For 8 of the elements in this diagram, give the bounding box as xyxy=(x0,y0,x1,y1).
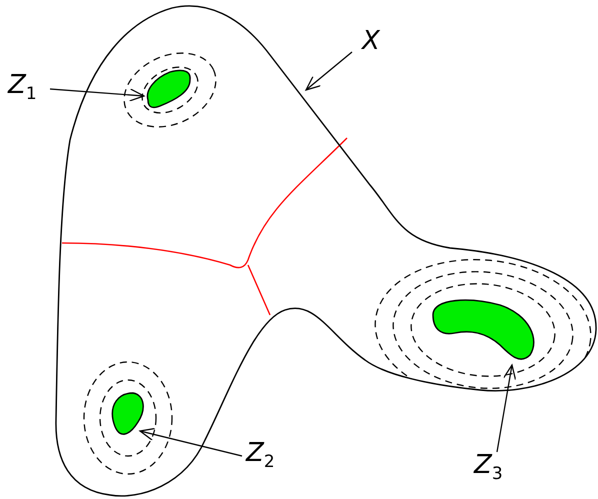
leader-line xyxy=(50,88,145,102)
set-label: Z$_{3}$ xyxy=(474,450,503,480)
set-label: Z$_{1}$ xyxy=(8,70,37,100)
leader-line xyxy=(496,364,516,452)
set-label: X xyxy=(362,26,380,56)
set-label: Z$_{2}$ xyxy=(246,438,275,468)
leader-line xyxy=(139,428,242,457)
leader-line xyxy=(305,52,352,91)
